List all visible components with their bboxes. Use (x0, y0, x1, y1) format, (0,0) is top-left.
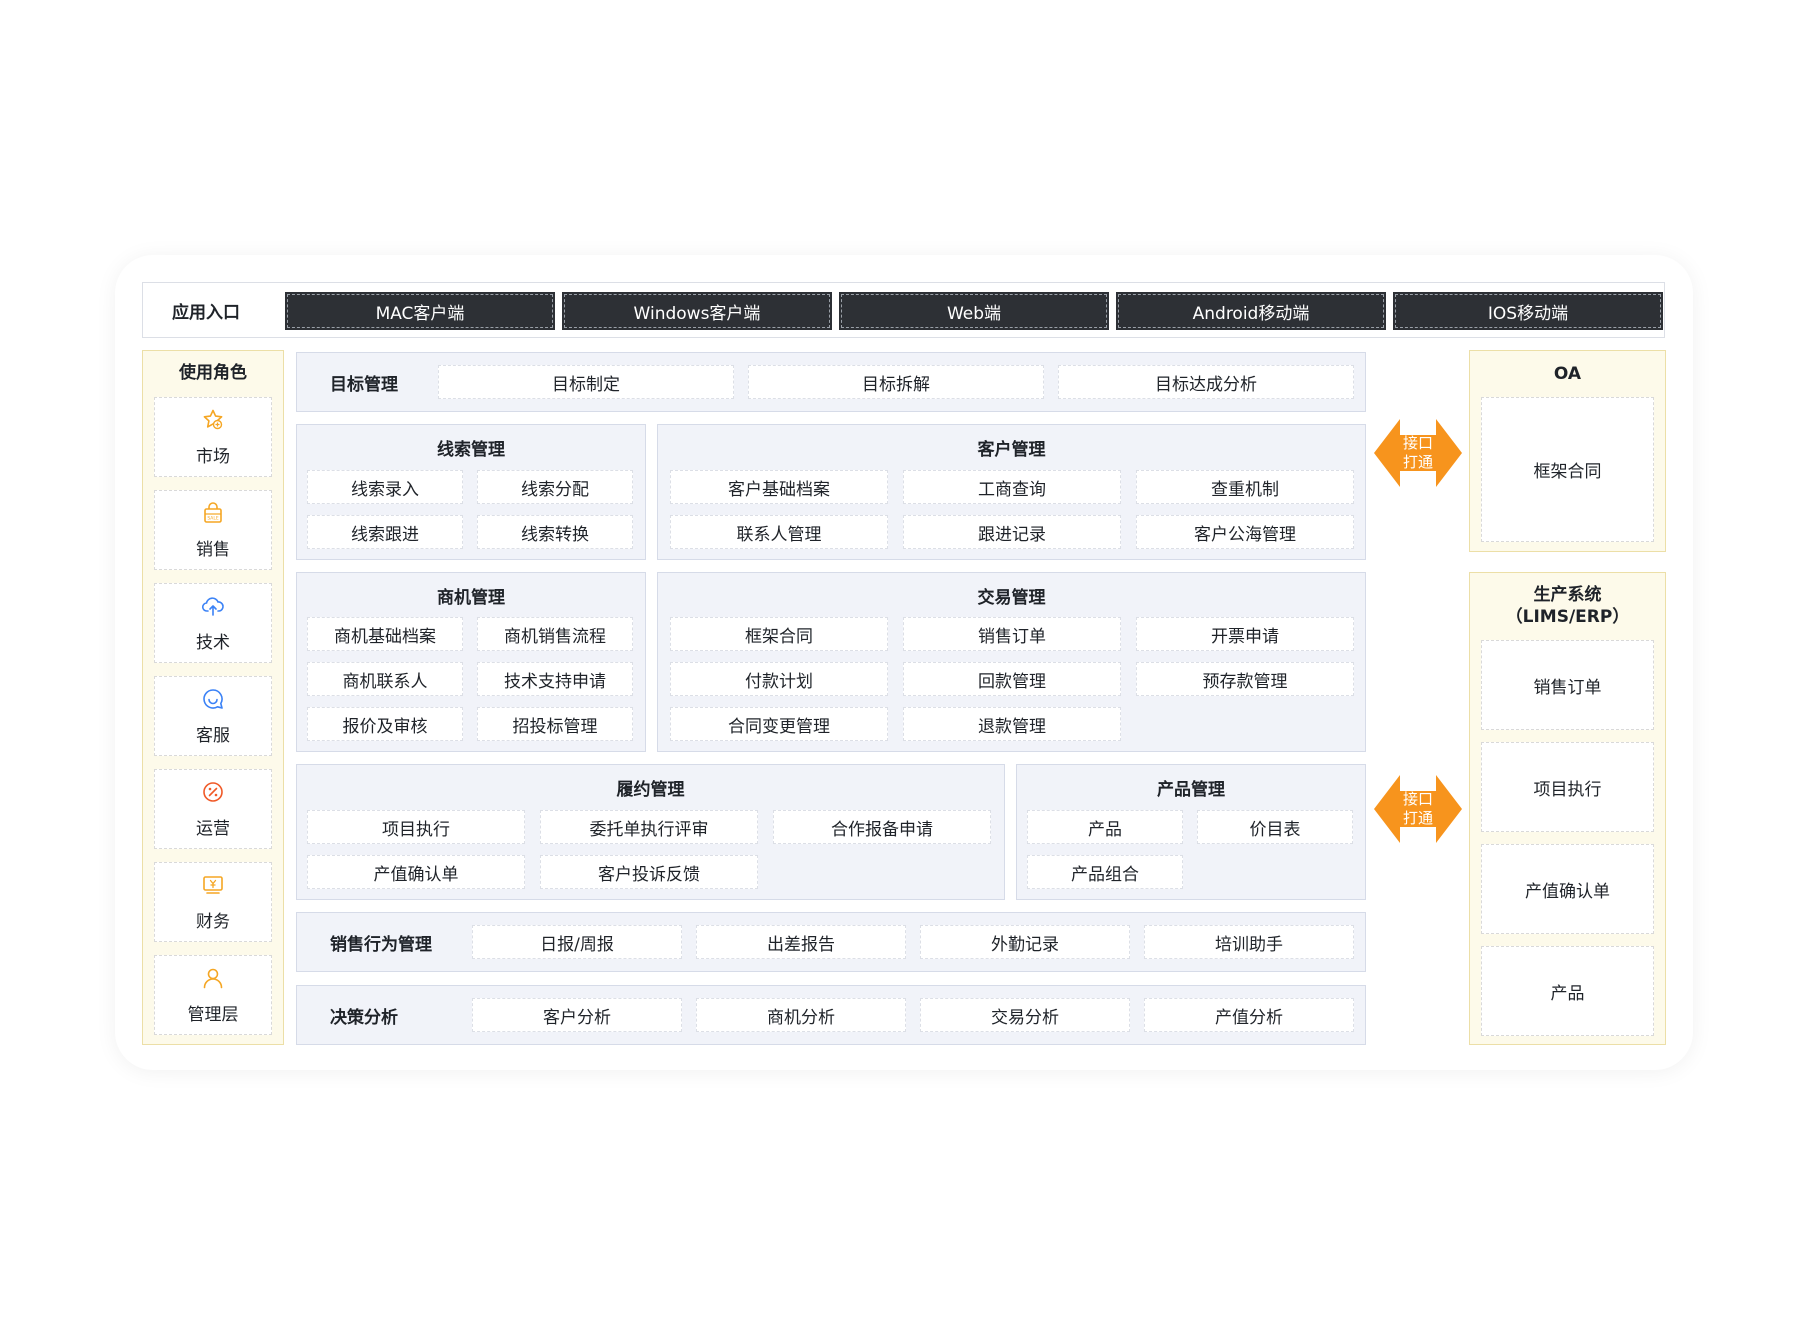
decision-title: 决策分析 (330, 1007, 398, 1028)
production-item[interactable]: 产值确认单 (1481, 844, 1654, 934)
role-operations[interactable]: 运营 (154, 769, 272, 849)
connector-line2: 打通 (1402, 809, 1433, 827)
decision-item[interactable]: 商机分析 (696, 998, 906, 1032)
opportunity-item[interactable]: 商机联系人 (307, 662, 463, 696)
leads-item[interactable]: 线索转换 (477, 515, 633, 549)
role-label: 技术 (196, 633, 230, 653)
double-arrow-icon (1374, 419, 1462, 487)
fulfillment-item[interactable]: 产值确认单 (307, 855, 525, 889)
role-finance[interactable]: 财务 (154, 862, 272, 942)
opportunity-item[interactable]: 商机基础档案 (307, 617, 463, 651)
client-android[interactable]: Android移动端 (1116, 292, 1386, 330)
svg-text:SALE: SALE (207, 516, 219, 522)
person-icon (155, 966, 271, 990)
customer-item[interactable]: 工商查询 (903, 470, 1121, 504)
fulfillment-item[interactable]: 合作报备申请 (773, 810, 991, 844)
role-label: 管理层 (187, 1005, 239, 1025)
sale-bag-icon: SALE (155, 501, 271, 525)
deal-item[interactable]: 回款管理 (903, 662, 1121, 696)
role-label: 市场 (196, 447, 230, 467)
client-windows[interactable]: Windows客户端 (562, 292, 832, 330)
deal-item[interactable]: 框架合同 (670, 617, 888, 651)
fulfillment-item[interactable]: 客户投诉反馈 (540, 855, 758, 889)
production-item[interactable]: 销售订单 (1481, 640, 1654, 730)
deal-item[interactable]: 开票申请 (1136, 617, 1354, 651)
connector-label-oa: 接口 打通 (1372, 417, 1464, 489)
client-web[interactable]: Web端 (839, 292, 1109, 330)
chat-smile-icon (155, 687, 271, 711)
deal-item[interactable]: 付款计划 (670, 662, 888, 696)
star-icon (155, 408, 271, 432)
decision-item[interactable]: 产值分析 (1144, 998, 1354, 1032)
deal-item[interactable]: 销售订单 (903, 617, 1121, 651)
customer-item[interactable]: 客户公海管理 (1136, 515, 1354, 549)
leads-item[interactable]: 线索跟进 (307, 515, 463, 549)
deal-item[interactable]: 合同变更管理 (670, 707, 888, 741)
role-management[interactable]: 管理层 (154, 955, 272, 1035)
connector-line2: 打通 (1402, 453, 1433, 471)
goal-item[interactable]: 目标拆解 (748, 365, 1044, 399)
role-label: 销售 (196, 540, 230, 560)
roles-title: 使用角色 (179, 363, 247, 383)
percent-icon (155, 780, 271, 804)
opportunity-item[interactable]: 商机销售流程 (477, 617, 633, 651)
product-title: 产品管理 (1157, 779, 1225, 800)
entry-label: 应用入口 (172, 302, 240, 323)
role-service[interactable]: 客服 (154, 676, 272, 756)
behavior-item[interactable]: 培训助手 (1144, 925, 1354, 959)
goal-title: 目标管理 (330, 374, 398, 395)
opportunity-item[interactable]: 技术支持申请 (477, 662, 633, 696)
decision-item[interactable]: 客户分析 (472, 998, 682, 1032)
role-label: 客服 (196, 726, 230, 746)
product-item[interactable]: 产品 (1027, 810, 1183, 844)
connector-label-production: 接口 打通 (1372, 773, 1464, 845)
customer-title: 客户管理 (977, 439, 1046, 460)
deal-item[interactable]: 预存款管理 (1136, 662, 1354, 696)
leads-item[interactable]: 线索分配 (477, 470, 633, 504)
product-item[interactable]: 价目表 (1197, 810, 1353, 844)
product-item[interactable]: 产品组合 (1027, 855, 1183, 889)
cloud-upload-icon (155, 594, 271, 618)
role-sales[interactable]: SALE 销售 (154, 490, 272, 570)
oa-item[interactable]: 框架合同 (1481, 397, 1654, 542)
double-arrow-icon (1374, 775, 1462, 843)
customer-item[interactable]: 查重机制 (1136, 470, 1354, 504)
finance-screen-icon (155, 873, 271, 897)
production-title: 生产系统 (1533, 585, 1602, 605)
opportunity-item[interactable]: 报价及审核 (307, 707, 463, 741)
production-item[interactable]: 项目执行 (1481, 742, 1654, 832)
leads-title: 线索管理 (437, 439, 505, 460)
decision-item[interactable]: 交易分析 (920, 998, 1130, 1032)
behavior-item[interactable]: 外勤记录 (920, 925, 1130, 959)
customer-item[interactable]: 联系人管理 (670, 515, 888, 549)
fulfillment-item[interactable]: 项目执行 (307, 810, 525, 844)
opportunity-title: 商机管理 (437, 587, 505, 608)
connector-line1: 接口 (1402, 434, 1433, 452)
customer-item[interactable]: 客户基础档案 (670, 470, 888, 504)
role-market[interactable]: 市场 (154, 397, 272, 477)
behavior-title: 销售行为管理 (330, 934, 432, 955)
goal-item[interactable]: 目标制定 (438, 365, 734, 399)
behavior-item[interactable]: 出差报告 (696, 925, 906, 959)
client-ios[interactable]: IOS移动端 (1393, 292, 1663, 330)
goal-item[interactable]: 目标达成分析 (1058, 365, 1354, 399)
fulfillment-item[interactable]: 委托单执行评审 (540, 810, 758, 844)
oa-title: OA (1553, 364, 1582, 384)
opportunity-item[interactable]: 招投标管理 (477, 707, 633, 741)
deal-title: 交易管理 (977, 587, 1046, 608)
fulfillment-title: 履约管理 (616, 779, 685, 800)
customer-item[interactable]: 跟进记录 (903, 515, 1121, 549)
role-label: 运营 (196, 819, 230, 839)
connector-line1: 接口 (1402, 790, 1433, 808)
behavior-item[interactable]: 日报/周报 (472, 925, 682, 959)
production-item[interactable]: 产品 (1481, 946, 1654, 1036)
role-label: 财务 (196, 912, 230, 932)
deal-item[interactable]: 退款管理 (903, 707, 1121, 741)
leads-item[interactable]: 线索录入 (307, 470, 463, 504)
role-tech[interactable]: 技术 (154, 583, 272, 663)
production-subtitle: （LIMS/ERP） (1505, 607, 1630, 627)
client-mac[interactable]: MAC客户端 (285, 292, 555, 330)
